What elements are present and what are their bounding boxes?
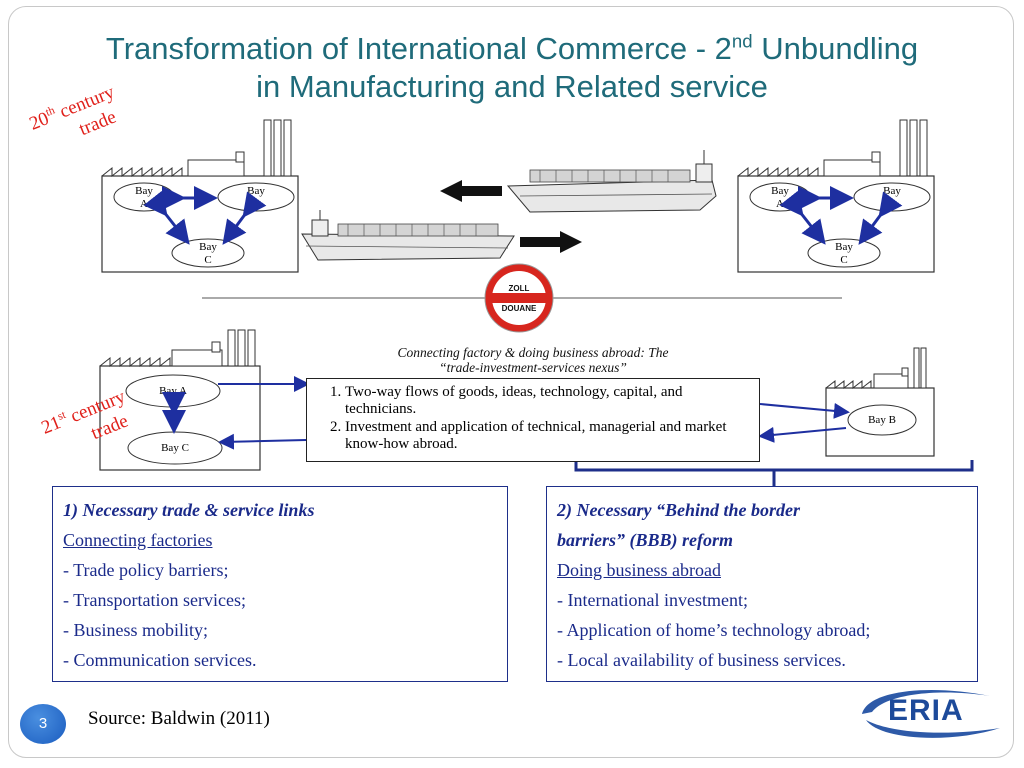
bay-letter-b: B	[252, 198, 259, 210]
nexus-box: Two-way flows of goods, ideas, technolog…	[306, 378, 760, 462]
nexus-list: Two-way flows of goods, ideas, technolog…	[315, 384, 751, 453]
panel-item: - Communication services.	[63, 650, 257, 670]
bay-letter-a: A	[140, 198, 148, 210]
panel-item: - Local availability of business service…	[557, 650, 846, 670]
bay-letter-b: B	[888, 198, 895, 210]
title-line1-end: Unbundling	[752, 31, 919, 66]
factory-top-left: Bay A Bay B Bay C	[101, 119, 299, 273]
double-arrow-icon	[779, 190, 826, 245]
nexus-heading-line1: Connecting factory & doing business abro…	[397, 345, 669, 360]
nexus-item: Investment and application of technical,…	[345, 419, 751, 454]
customs-sign-icon: ZOLL DOUANE	[484, 263, 554, 333]
panel-item: - Application of home’s technology abroa…	[557, 620, 871, 640]
flow-arrow-icon	[759, 402, 850, 419]
nexus-heading-line2: “trade-investment-services nexus”	[439, 359, 627, 375]
panel-subheading: Connecting factories	[63, 530, 213, 550]
factory-top-right: Bay A Bay B Bay C	[737, 119, 935, 273]
panel-heading: 2) Necessary “Behind the border	[557, 500, 800, 520]
double-arrow-icon	[222, 191, 267, 245]
bay-a-label: Bay A	[159, 385, 187, 397]
arrow-right-icon	[520, 231, 582, 253]
arrow-left-icon	[440, 180, 502, 202]
title-superscript: nd	[731, 30, 753, 52]
slide-title: Transformation of International Commerce…	[20, 30, 1004, 106]
bay-b-label: Bay B	[868, 414, 896, 426]
customs-sign-line1: ZOLL	[509, 284, 530, 293]
title-line2: in Manufacturing and Related service	[256, 68, 768, 104]
cargo-ship-icon	[506, 150, 717, 213]
panel-item: - Business mobility;	[63, 620, 209, 640]
cargo-ship-icon	[301, 210, 515, 261]
bbb-reform-panel: 2) Necessary “Behind the border barriers…	[546, 486, 978, 682]
panel-item: - International investment;	[557, 590, 748, 610]
page-number-badge: 3	[20, 704, 66, 744]
title-line1-main: Transformation of International Commerce…	[105, 31, 732, 66]
nexus-item: Two-way flows of goods, ideas, technolog…	[345, 384, 751, 419]
eria-logo	[862, 690, 1000, 738]
panel-item: - Transportation services;	[63, 590, 246, 610]
bay-letter-c: C	[204, 254, 211, 266]
panel-subheading: Doing business abroad	[557, 560, 721, 580]
panel-heading: barriers” (BBB) reform	[557, 530, 734, 550]
bay-label: Bay	[247, 185, 265, 197]
slide-frame	[8, 6, 1014, 758]
bay-label: Bay	[771, 185, 789, 197]
bay-letter-c: C	[840, 254, 847, 266]
bracket-connector	[574, 460, 974, 486]
bay-label: Bay	[835, 241, 853, 253]
eria-logo-text: ERIA	[858, 688, 1008, 738]
bay-letter-a: A	[776, 198, 784, 210]
bay-c-label: Bay C	[161, 442, 189, 454]
bay-label: Bay	[199, 241, 217, 253]
bay-label: Bay	[135, 185, 153, 197]
flow-arrow-icon	[218, 433, 307, 450]
bay-label: Bay	[883, 185, 901, 197]
nexus-heading: Connecting factory & doing business abro…	[318, 345, 748, 376]
double-arrow-icon	[858, 191, 903, 245]
double-arrow-icon	[143, 190, 190, 245]
factory-bottom-right: Bay B	[825, 347, 935, 457]
panel-item: - Trade policy barriers;	[63, 560, 229, 580]
flow-arrow-icon	[758, 426, 847, 443]
source-citation: Source: Baldwin (2011)	[88, 708, 270, 729]
logo-wordmark: ERIA	[888, 694, 964, 727]
trade-links-panel: 1) Necessary trade & service links Conne…	[52, 486, 508, 682]
customs-sign-line2: DOUANE	[502, 304, 537, 313]
panel-heading: 1) Necessary trade & service links	[63, 500, 315, 520]
